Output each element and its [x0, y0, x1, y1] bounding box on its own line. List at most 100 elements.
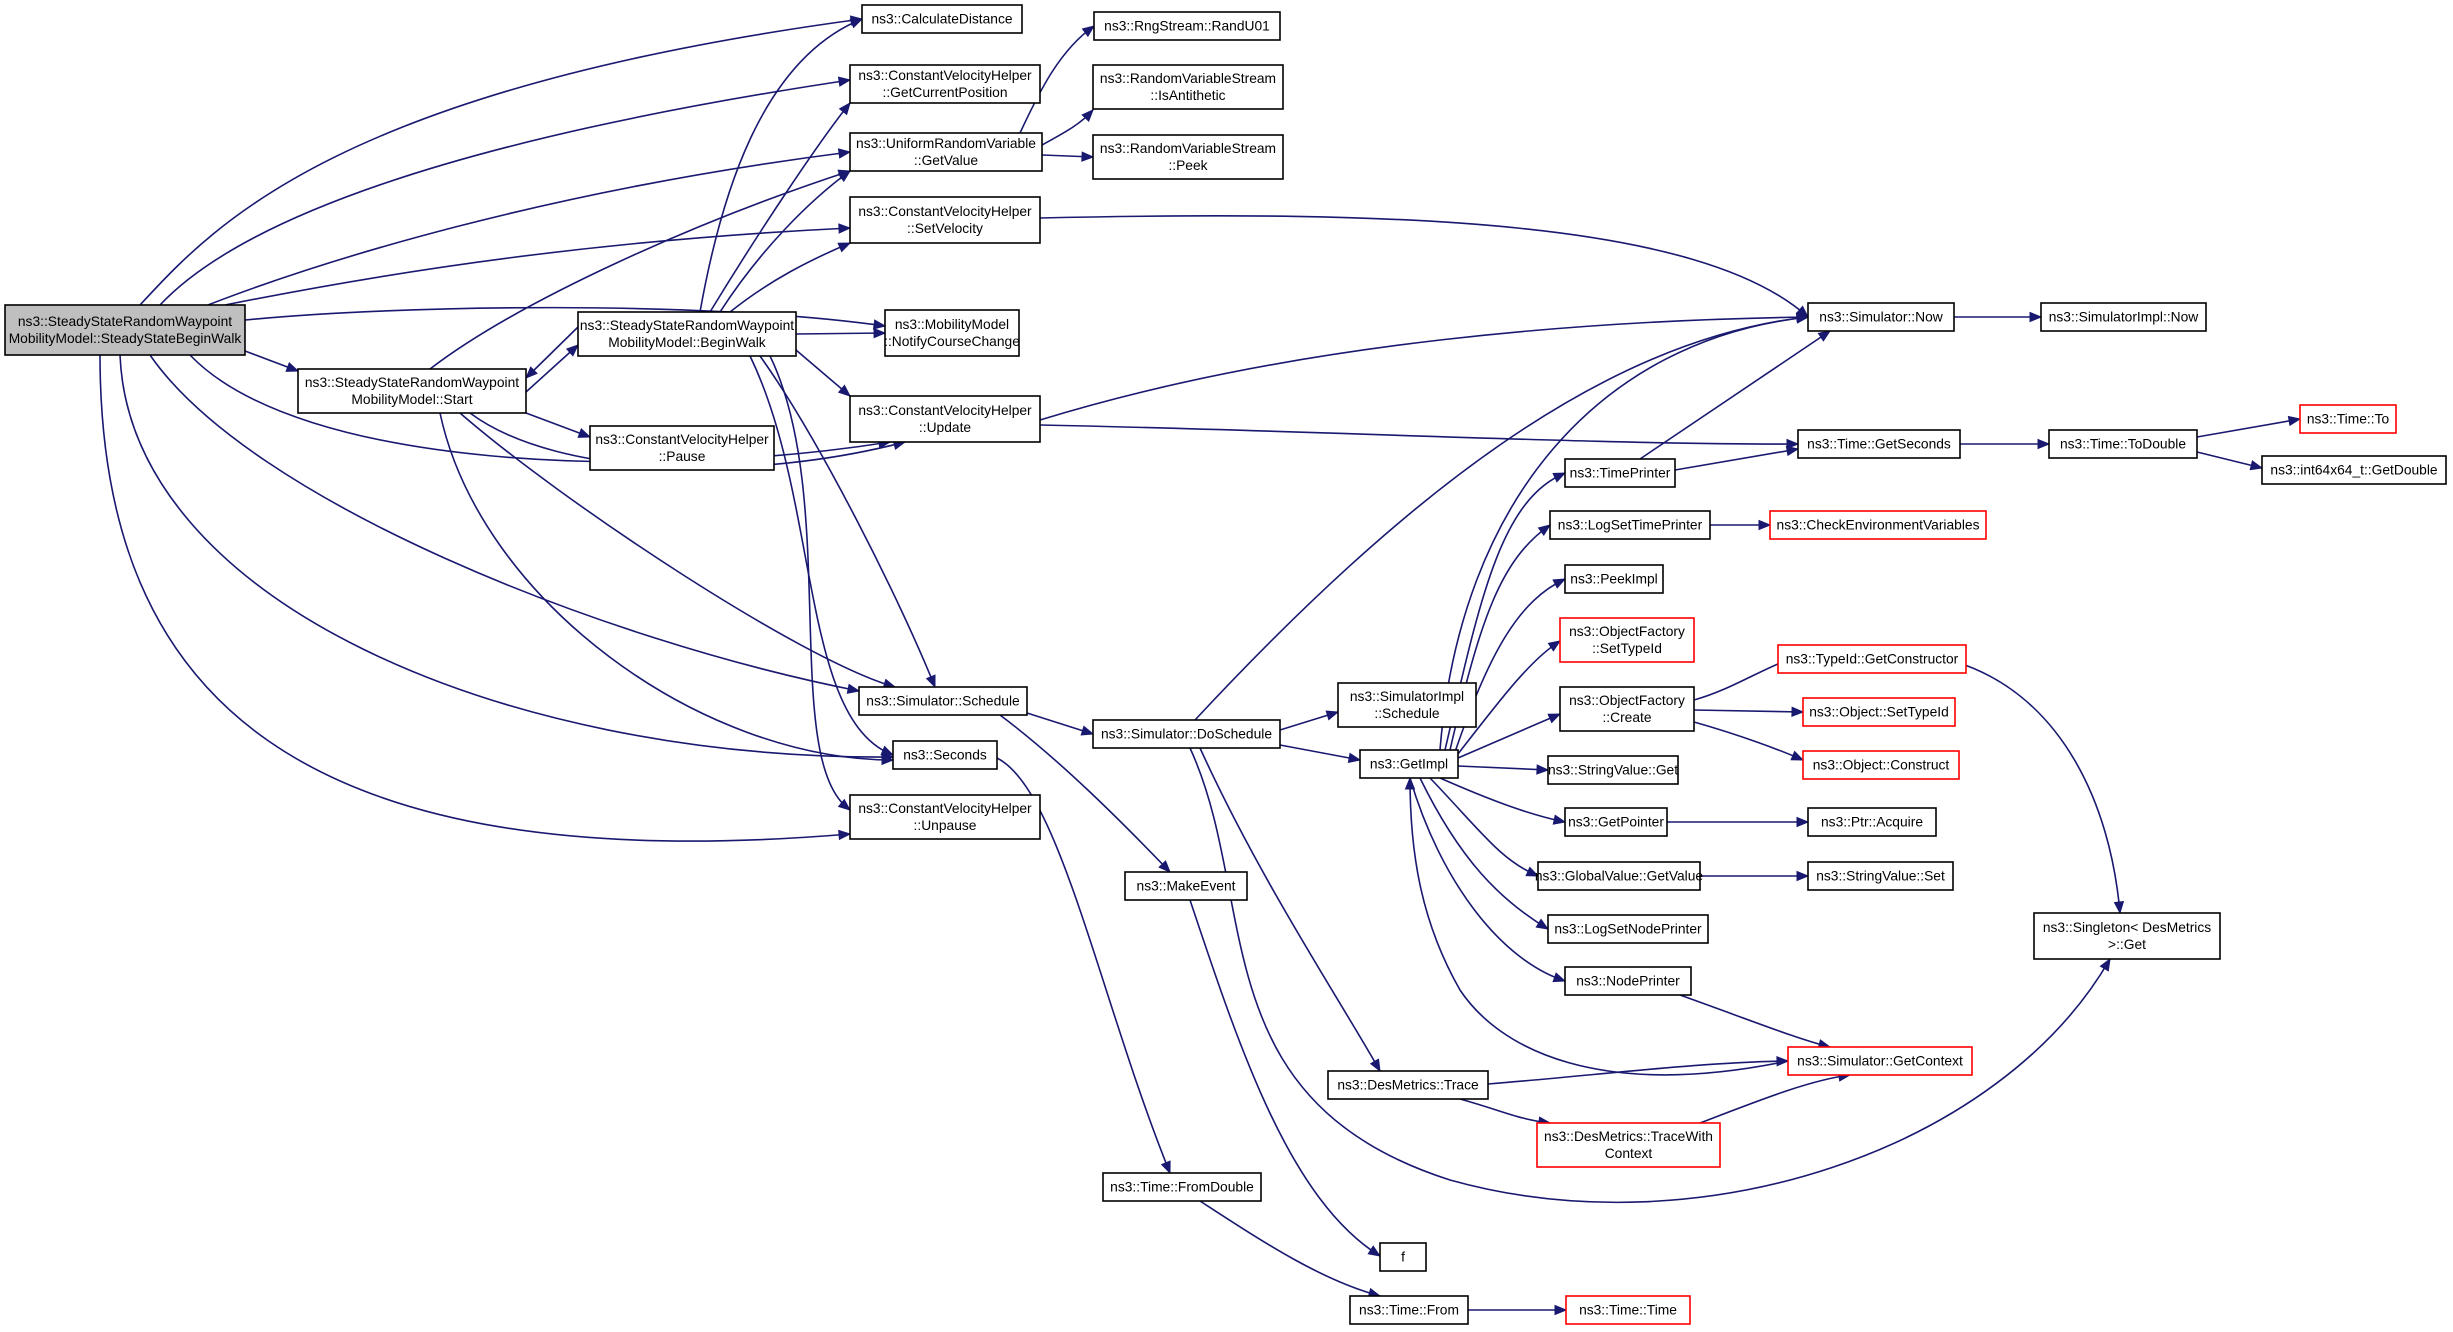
node-timeprinter[interactable]: ns3::TimePrinter [1564, 458, 1676, 488]
node-setvel[interactable]: ns3::ConstantVelocityHelper::SetVelocity [849, 196, 1041, 244]
arrowhead-icon [925, 674, 936, 689]
node-label: ns3::StringValue::Set [1816, 869, 1945, 884]
node-simimplnow[interactable]: ns3::SimulatorImpl::Now [2040, 302, 2207, 332]
node-randu01[interactable]: ns3::RngStream::RandU01 [1093, 11, 1281, 41]
node-cvunpause[interactable]: ns3::ConstantVelocityHelper::Unpause [849, 794, 1041, 840]
node-box [1807, 861, 1954, 891]
node-typeidctor[interactable]: ns3::TypeId::GetConstructor [1777, 644, 1967, 674]
node-singleton[interactable]: ns3::Singleton< DesMetrics>::Get [2033, 912, 2221, 960]
edge-todouble-to-timeto [2196, 415, 2302, 438]
node-label: ::Update [919, 420, 971, 435]
edge-line [1409, 777, 1566, 982]
node-gvgetvalue[interactable]: ns3::GlobalValue::GetValue [1535, 861, 1704, 891]
arrowhead-icon [1535, 918, 1550, 930]
edge-line [149, 354, 860, 692]
node-urvget[interactable]: ns3::UniformRandomVariable::GetValue [849, 132, 1043, 172]
node-mmnotify[interactable]: ns3::MobilityModel::NotifyCourseChange [884, 309, 1020, 357]
node-label: Context [1605, 1146, 1653, 1161]
edge-logsettp-to-checkenv [1710, 519, 1772, 531]
node-seconds[interactable]: ns3::Seconds [892, 740, 998, 770]
node-int64get[interactable]: ns3::int64x64_t::GetDouble [2261, 455, 2447, 485]
node-box [1379, 1242, 1427, 1272]
node-todouble[interactable]: ns3::Time::ToDouble [2048, 429, 2198, 459]
node-getpointer[interactable]: ns3::GetPointer [1564, 807, 1668, 837]
arrowhead-icon [837, 76, 852, 87]
node-box [1124, 871, 1248, 901]
node-timefrom[interactable]: ns3::Time::From [1349, 1295, 1469, 1325]
node-label: ns3::ObjectFactory [1569, 693, 1685, 708]
arrowhead-icon [577, 428, 592, 438]
node-strvalget[interactable]: ns3::StringValue::Get [1547, 755, 1679, 785]
edge-line [1693, 709, 1804, 713]
node-simschedule[interactable]: ns3::Simulator::Schedule [858, 686, 1028, 716]
node-logsettp[interactable]: ns3::LogSetTimePrinter [1549, 510, 1711, 540]
node-checkenv[interactable]: ns3::CheckEnvironmentVariables [1769, 510, 1987, 540]
node-box [1564, 807, 1668, 837]
node-logsetnp[interactable]: ns3::LogSetNodePrinter [1547, 914, 1709, 944]
arrowhead-icon [1081, 151, 1095, 162]
node-getcontext[interactable]: ns3::Simulator::GetContext [1787, 1046, 1973, 1076]
edge-line [1199, 747, 1381, 1072]
edge-beginwalk-to-setvel [729, 242, 852, 313]
node-simimplsched[interactable]: ns3::SimulatorImpl::Schedule [1337, 682, 1477, 728]
node-peekimpl[interactable]: ns3::PeekImpl [1564, 564, 1664, 594]
node-strvalset[interactable]: ns3::StringValue::Set [1807, 861, 1954, 891]
edge-line [769, 355, 851, 811]
node-isanti[interactable]: ns3::RandomVariableStream::IsAntithetic [1092, 64, 1284, 110]
node-doschedule[interactable]: ns3::Simulator::DoSchedule [1092, 719, 1281, 749]
arrowhead-icon [849, 18, 864, 29]
node-label: ns3::Seconds [903, 748, 987, 763]
node-cvpause[interactable]: ns3::ConstantVelocityHelper::Pause [589, 425, 775, 471]
node-label: ns3::Time::From [1359, 1303, 1459, 1318]
node-peek[interactable]: ns3::RandomVariableStream::Peek [1092, 134, 1284, 180]
node-dmtrace[interactable]: ns3::DesMetrics::Trace [1327, 1070, 1489, 1100]
node-fromdouble[interactable]: ns3::Time::FromDouble [1102, 1172, 1262, 1202]
node-box [1564, 458, 1676, 488]
node-ofsettype[interactable]: ns3::ObjectFactory::SetTypeId [1559, 617, 1695, 663]
edge-fromdouble-to-timefrom [1199, 1200, 1382, 1298]
node-getseconds[interactable]: ns3::Time::GetSeconds [1797, 429, 1961, 459]
node-ofcreate[interactable]: ns3::ObjectFactory::Create [1559, 686, 1695, 732]
node-calcdist[interactable]: ns3::CalculateDistance [861, 4, 1023, 34]
edge-line [1457, 640, 1561, 755]
node-getcurpos[interactable]: ns3::ConstantVelocityHelper::GetCurrentP… [849, 64, 1041, 104]
arrowhead-icon [1552, 472, 1567, 483]
edge-dmtracewith-to-getcontext [1699, 1071, 1852, 1124]
edge-line [795, 349, 851, 397]
arrowhead-icon [837, 170, 852, 183]
arrowhead-icon [846, 683, 861, 694]
node-label: ns3::SimulatorImpl [1350, 689, 1464, 704]
node-timeto[interactable]: ns3::Time::To [2299, 404, 2397, 434]
edge-line [1457, 713, 1561, 759]
node-cvupdate[interactable]: ns3::ConstantVelocityHelper::Update [849, 395, 1041, 443]
node-nodeprinter[interactable]: ns3::NodePrinter [1564, 966, 1692, 996]
node-getimpl[interactable]: ns3::GetImpl [1359, 749, 1459, 779]
node-f[interactable]: f [1379, 1242, 1427, 1272]
node-makeevent[interactable]: ns3::MakeEvent [1124, 871, 1248, 901]
edge-root-to-start [244, 350, 300, 372]
node-timetime[interactable]: ns3::Time::Time [1565, 1295, 1691, 1325]
node-label: ns3::Time::Time [1579, 1303, 1677, 1318]
node-label: ns3::ObjectFactory [1569, 624, 1685, 639]
node-root[interactable]: ns3::SteadyStateRandomWaypointMobilityMo… [4, 304, 246, 356]
edge-line [1679, 994, 1831, 1048]
node-label: ns3::Simulator::GetContext [1797, 1054, 1963, 1069]
node-beginwalk[interactable]: ns3::SteadyStateRandomWaypointMobilityMo… [577, 311, 797, 357]
edge-makeevent-to-f [1189, 899, 1382, 1257]
node-ptracquire[interactable]: ns3::Ptr::Acquire [1807, 807, 1937, 837]
node-label: ns3::Time::ToDouble [2060, 437, 2186, 452]
node-objconstruct[interactable]: ns3::Object::Construct [1802, 750, 1960, 780]
arrowhead-icon [1081, 109, 1094, 122]
node-label: MobilityModel::BeginWalk [608, 335, 766, 350]
edge-nodeprinter-to-getcontext [1679, 994, 1832, 1050]
node-objsettype[interactable]: ns3::Object::SetTypeId [1802, 697, 1956, 727]
node-simnow[interactable]: ns3::Simulator::Now [1807, 302, 1955, 332]
edge-setvel-to-simnow [1039, 215, 1810, 318]
node-box [1559, 686, 1695, 732]
node-box [1537, 861, 1701, 891]
arrowhead-icon [2249, 460, 2264, 471]
node-box [1547, 914, 1709, 944]
node-start[interactable]: ns3::SteadyStateRandomWaypointMobilityMo… [297, 368, 527, 414]
node-label: ns3::GetPointer [1568, 815, 1664, 830]
